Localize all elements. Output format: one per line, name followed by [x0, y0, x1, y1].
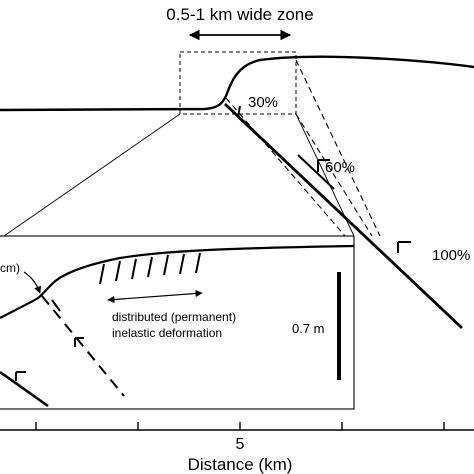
slip-arrow-100: [397, 241, 411, 253]
zone-width-label: 0.5-1 km wide zone: [166, 5, 313, 24]
inset-panel: [0, 235, 355, 410]
main-fault: [224, 102, 463, 330]
zoom-connector-left: [3, 113, 181, 237]
inset-hatch-marks: [99, 252, 201, 285]
inset-surface-profile: [0, 244, 355, 319]
dip-label-30: 30%: [248, 94, 278, 111]
inset-solid-fault: [0, 370, 49, 408]
slip-arrow-30: [237, 105, 257, 135]
inset-cm-label: cm): [0, 261, 20, 275]
inset-cm-pointer: [23, 271, 42, 294]
distributed-label-1: distributed (permanent): [112, 310, 236, 324]
inset-dashed-fault-2: [51, 299, 61, 312]
x-axis-label: Distance (km): [188, 455, 293, 474]
inset-dashed-fault-1: [41, 295, 125, 397]
inset-slip-arrow-1: [74, 337, 84, 347]
dip-label-100: 100%: [432, 247, 470, 264]
dip-label-60: 60%: [325, 159, 355, 176]
x-tick-label-5: 5: [236, 436, 245, 453]
projection-dashed-1: [225, 97, 346, 237]
zoom-box: [179, 51, 297, 115]
projection-dashed-2: [295, 59, 381, 237]
zoom-connector-right: [295, 113, 355, 237]
scale-label: 0.7 m: [292, 321, 325, 336]
inset-distribution-arrow: [107, 289, 203, 304]
surface-profile: [0, 55, 474, 112]
projection-dashed-3: [295, 113, 373, 237]
x-axis-ticks: [35, 422, 445, 430]
slip-arrow-60: [297, 154, 335, 190]
inset-slip-arrow-2: [15, 371, 26, 381]
distributed-label-2: inelastic deformation: [112, 326, 222, 340]
